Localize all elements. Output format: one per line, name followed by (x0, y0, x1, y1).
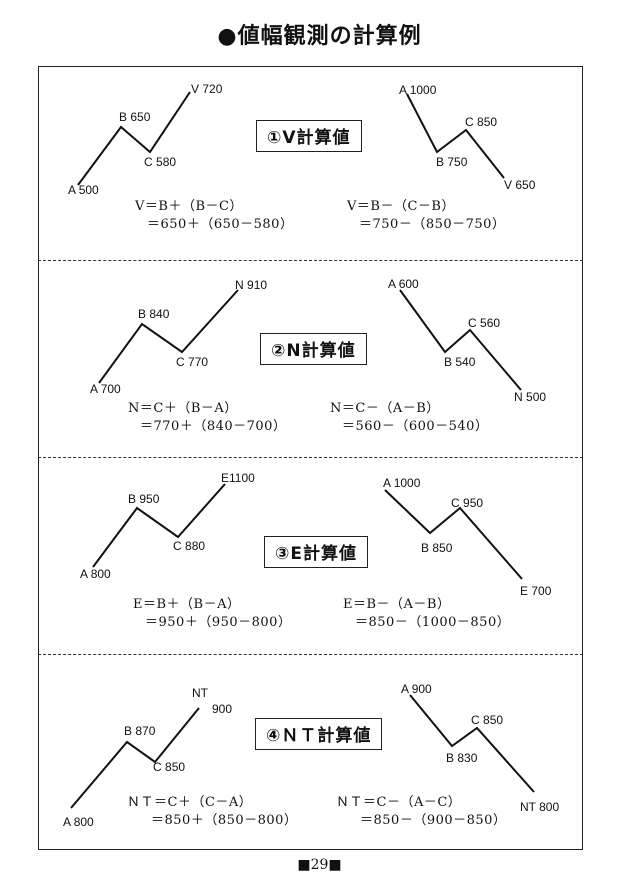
point-label: A 1000 (383, 476, 421, 490)
formula-left: E＝B＋（B－A）＝950＋（950－800） (133, 597, 292, 630)
point-label: V 720 (191, 82, 223, 96)
point-label: C 850 (153, 760, 186, 774)
formula-right: V＝B－（C－B）＝750－（850－750） (347, 199, 506, 232)
formula-right: E＝B－（A－B）＝850－（1000－850） (343, 597, 511, 630)
point-label: E 700 (520, 584, 552, 598)
point-label: A 900 (401, 682, 432, 696)
point-label: N 500 (514, 390, 547, 404)
point-label: A 700 (90, 382, 121, 396)
point-label: E1100 (221, 471, 255, 485)
point-label: B 830 (446, 751, 478, 765)
zigzag-v-down (406, 93, 505, 179)
section-divider (38, 260, 583, 261)
zigzag-nt-down (409, 694, 535, 793)
point-label: C 950 (451, 496, 484, 510)
zigzag-v-up (77, 91, 191, 186)
section-title-n: ②N計算値 (260, 333, 367, 365)
section-title-nt: ④ＮＴ計算値 (255, 718, 383, 750)
page-number: ■29■ (297, 857, 342, 873)
point-label: C 560 (468, 316, 501, 330)
point-label: B 870 (124, 724, 156, 738)
point-label: B 840 (138, 307, 170, 321)
formula-left: V＝B＋（B－C）＝650＋（650－580） (135, 199, 294, 232)
point-label: A 500 (68, 183, 99, 197)
section-divider (38, 457, 583, 458)
point-label: 900 (212, 702, 233, 716)
section-title-e: ③E計算値 (264, 536, 369, 568)
point-label: B 650 (119, 110, 151, 124)
point-label: C 880 (173, 539, 206, 553)
zigzag-nt-up (70, 707, 200, 809)
point-label: B 540 (444, 355, 476, 369)
point-label: V 650 (504, 178, 536, 192)
point-label: C 580 (144, 155, 177, 169)
point-label: C 770 (176, 355, 209, 369)
point-label: A 1000 (399, 83, 437, 97)
point-label: C 850 (465, 115, 498, 129)
point-label: NT (192, 686, 208, 700)
point-label: N 910 (235, 278, 268, 292)
formula-right: N＝C－（A－B）＝560－（600－540） (330, 401, 489, 434)
point-label: B 850 (421, 541, 453, 555)
point-label: NT 800 (520, 800, 560, 814)
zigzag-n-down (399, 289, 522, 391)
point-label: B 950 (128, 492, 160, 506)
section-divider (38, 654, 583, 655)
formula-left: N＝C＋（B－A）＝770＋（840－700） (128, 401, 287, 434)
point-label: C 850 (471, 713, 504, 727)
point-label: A 600 (388, 277, 419, 291)
point-label: A 800 (80, 567, 111, 581)
zigzag-e-up (92, 483, 226, 568)
formula-left: ＮＴ＝C＋（C－A）＝850＋（850－800） (127, 795, 298, 828)
point-label: A 800 (63, 815, 94, 829)
point-label: B 750 (436, 155, 468, 169)
page-title: ●値幅観測の計算例 (217, 24, 422, 49)
zigzag-n-up (98, 289, 239, 384)
diagram-frame (38, 66, 583, 850)
zigzag-e-down (384, 489, 523, 580)
formula-right: ＮＴ＝C－（A－C）＝850－（900－850） (336, 795, 507, 828)
section-title-v: ①V計算値 (256, 120, 362, 152)
